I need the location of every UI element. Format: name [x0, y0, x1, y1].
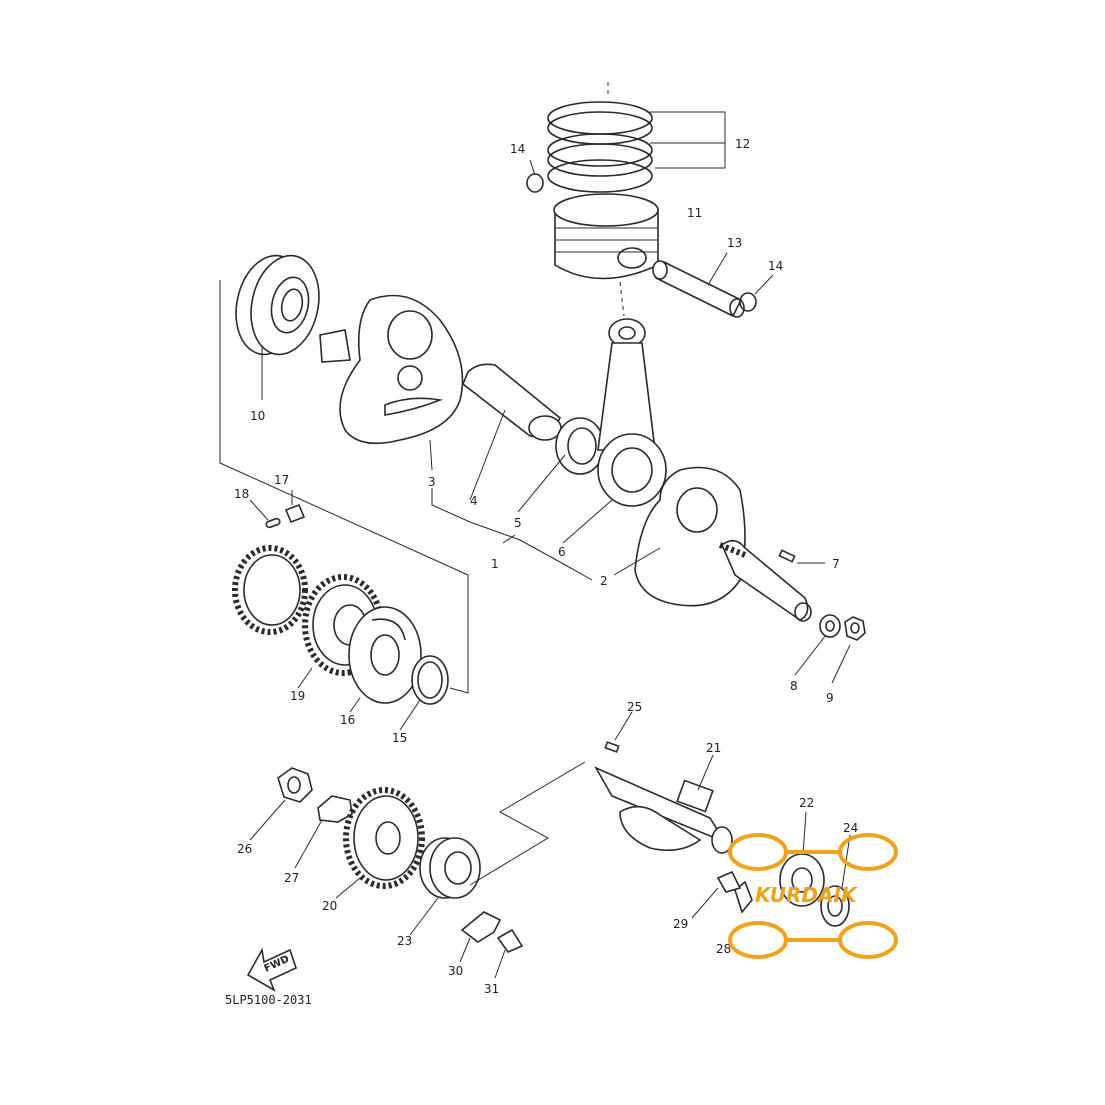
pin-18	[265, 517, 281, 529]
balancer-shaft-21	[594, 766, 733, 854]
callout-16: 16	[340, 713, 355, 727]
callout-30: 30	[448, 964, 463, 978]
callout-29: 29	[673, 917, 688, 931]
plate-16	[348, 606, 422, 704]
crank-half-left	[319, 294, 464, 445]
crank-half-right	[634, 466, 812, 622]
crank-assembly-bracket	[219, 280, 469, 694]
callout-5: 5	[514, 516, 522, 530]
connecting-rod	[597, 318, 667, 507]
callout-15: 15	[392, 731, 407, 745]
callout-3: 3	[428, 475, 436, 489]
piston-pin-clip-left	[526, 173, 544, 193]
callout-27: 27	[284, 871, 299, 885]
callout-28: 28	[716, 942, 731, 956]
piston-rod-axis-line	[619, 281, 625, 317]
piston-pin	[652, 260, 745, 318]
callout-23: 23	[397, 934, 412, 948]
callout-6: 6	[558, 545, 566, 559]
callout-31: 31	[484, 982, 499, 996]
callout-22: 22	[799, 796, 814, 810]
callout-21: 21	[706, 741, 721, 755]
fwd-arrow-icon: FWD	[246, 947, 297, 992]
watermark-text: KURDAIK	[755, 883, 858, 907]
needle-bearing	[555, 417, 605, 475]
callout-14-left: 14	[510, 142, 525, 156]
stopper-30	[460, 911, 502, 943]
callout-11: 11	[687, 206, 702, 220]
piston-rings	[547, 101, 653, 193]
bearing-left	[235, 254, 320, 356]
callout-2: 2	[600, 574, 608, 588]
plate-28	[734, 880, 753, 914]
callout-18: 18	[234, 487, 249, 501]
catalog-code: 5LP5100-2031	[225, 993, 312, 1007]
bolt-29	[716, 870, 742, 893]
nut-26	[277, 767, 313, 803]
bolt-31	[496, 928, 524, 953]
woodruff-key	[778, 549, 796, 563]
callout-7: 7	[832, 557, 840, 571]
callout-10: 10	[250, 409, 265, 423]
key-25	[604, 741, 620, 753]
callout-17: 17	[274, 473, 289, 487]
piston-pin-clip-right	[739, 292, 757, 312]
balancer-assembly-bracket	[469, 761, 586, 886]
piston	[553, 193, 659, 280]
callout-numbers: 1 2 3 4 5 6 7 8 9 10 11 12 13 14 14 15 1…	[234, 137, 858, 996]
callout-20: 20	[322, 899, 337, 913]
lock-washer-27	[317, 795, 353, 823]
ring-set-bracket	[650, 111, 726, 169]
callout-9: 9	[826, 691, 834, 705]
crank-pin	[462, 363, 562, 441]
leader-lines	[249, 159, 851, 979]
callout-26: 26	[237, 842, 252, 856]
kurdaik-watermark-logo: KURDAIK	[728, 833, 898, 959]
callout-13: 13	[727, 236, 742, 250]
bearing-23	[419, 837, 481, 899]
callout-24: 24	[843, 821, 858, 835]
callout-4: 4	[470, 494, 478, 508]
callout-14-right: 14	[768, 259, 783, 273]
gear-small-17	[284, 503, 306, 524]
gear-19-back	[232, 545, 308, 635]
seal-24	[820, 885, 850, 927]
gear-20	[343, 787, 425, 889]
nut	[844, 616, 866, 641]
callout-12: 12	[735, 137, 750, 151]
callout-8: 8	[790, 679, 798, 693]
washer	[819, 614, 841, 638]
callout-1: 1	[491, 557, 499, 571]
callout-25: 25	[627, 700, 642, 714]
callout-19: 19	[290, 689, 305, 703]
